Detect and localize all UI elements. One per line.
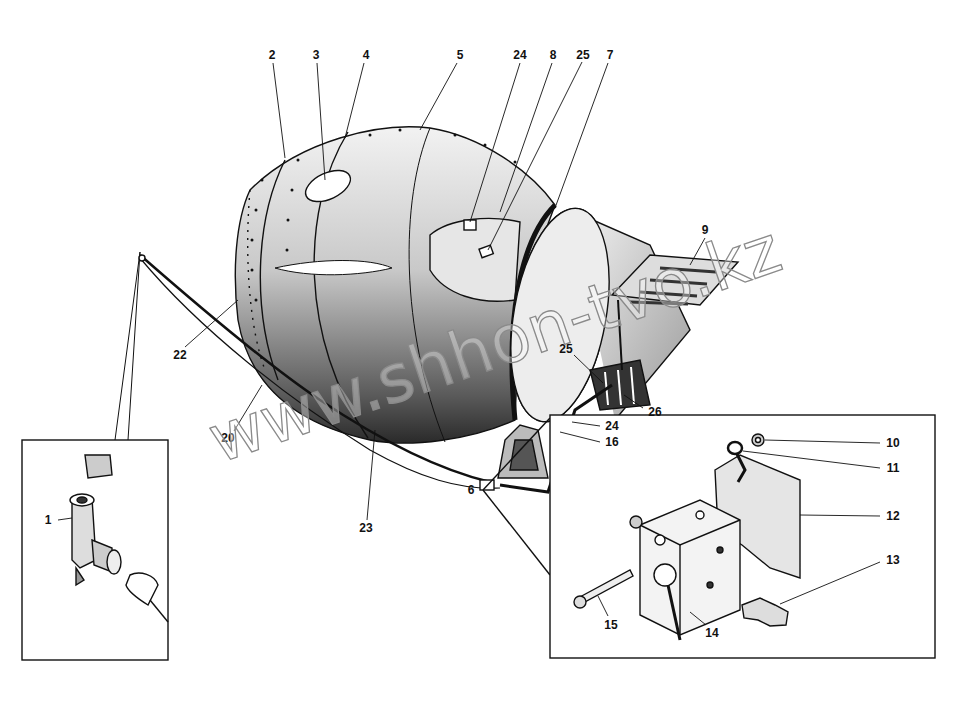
callout-number: 4 — [363, 49, 370, 61]
callout-number: 23 — [359, 522, 372, 534]
callout-number: 24 — [513, 49, 526, 61]
callout-number: 1 — [45, 514, 52, 526]
leader-lines — [58, 62, 880, 625]
callout-number: 7 — [607, 49, 614, 61]
callout-number: 6 — [468, 484, 475, 496]
callout-number: 16 — [605, 436, 618, 448]
callout-number: 10 — [886, 437, 899, 449]
valve-inset — [483, 415, 935, 658]
callout-number: 11 — [887, 462, 900, 474]
callout-number: 8 — [550, 49, 557, 61]
callout-number: 3 — [313, 49, 320, 61]
callout-number: 9 — [702, 224, 709, 236]
callout-number: 15 — [604, 619, 617, 631]
callout-number: 12 — [886, 510, 899, 522]
callout-number: 24 — [605, 420, 618, 432]
tee-fitting-inset — [22, 440, 168, 660]
callout-number: 14 — [705, 627, 718, 639]
callout-number: 5 — [457, 49, 464, 61]
callout-number: 26 — [648, 406, 661, 418]
callout-number: 25 — [576, 49, 589, 61]
callout-number: 22 — [173, 349, 186, 361]
callout-number: 13 — [886, 554, 899, 566]
callout-number: 2 — [269, 49, 276, 61]
